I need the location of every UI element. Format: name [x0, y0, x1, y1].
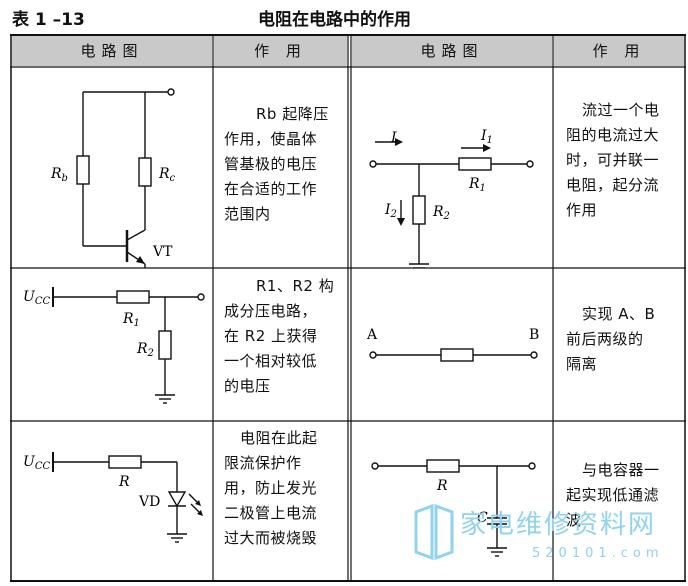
emitter-arrow-icon: [136, 256, 145, 264]
table-number: 表 1 –13: [12, 10, 85, 30]
svg-text:I1: I1: [480, 128, 493, 146]
svg-text:UCC: UCC: [23, 454, 50, 472]
svg-text:Rb: Rb: [50, 166, 68, 184]
resistor-function-table: 电路图 作 用 电路图 作 用: [10, 34, 686, 582]
watermark-url: 520101.com: [532, 546, 664, 561]
svg-text:C: C: [477, 510, 488, 526]
svg-text:VD: VD: [138, 494, 160, 510]
circuit-isolation: A B: [366, 327, 539, 362]
row2-right-description: 实现 A、B 前后两级的 隔离: [566, 305, 656, 373]
circuit-shunt: I I1 R1 I2 R2: [369, 128, 534, 268]
row1-left-description: Rb 起降压 作用，使晶体 管基极的电压 在合适的工作 范围内: [224, 105, 329, 223]
svg-text:Rc: Rc: [158, 166, 176, 184]
header-circuit-right: 电路图: [352, 36, 552, 66]
row3-left-description: 电阻在此起 限流保护作 用，防止发光 二极管上电流 过大而被烧毁: [224, 429, 318, 547]
light-ray-icon: [195, 500, 201, 506]
circuit-voltage-divider: UCC R1 R2: [23, 287, 205, 404]
circuit-rc-lowpass: R C: [371, 459, 536, 557]
current-i1-arrow-icon: [483, 144, 491, 152]
current-i2-arrow-icon: [397, 218, 405, 226]
current-i-arrow-icon: [395, 138, 403, 146]
row3-right-description: 与电容器一 起实现低通滤 波: [566, 461, 660, 529]
svg-text:A: A: [366, 327, 378, 343]
watermark: 家电维修资料网 520101.com: [412, 500, 682, 580]
table-caption: 表 1 –13 电阻在电路中的作用: [0, 0, 688, 30]
light-ray-icon: [197, 510, 203, 516]
svg-text:B: B: [529, 327, 539, 343]
svg-text:R2: R2: [136, 341, 154, 359]
watermark-logo-icon: [414, 503, 454, 561]
svg-text:R: R: [118, 474, 130, 490]
svg-text:R1: R1: [468, 176, 486, 194]
row1-right-description: 流过一个电 阻的电流过大 时，可并联一 电阻，起分流 作用: [566, 101, 660, 219]
table-grid: [10, 34, 686, 582]
circuit-led-limit: UCC R VD: [23, 452, 203, 543]
svg-text:VT: VT: [152, 244, 173, 260]
svg-text:I: I: [390, 130, 397, 146]
watermark-text: 家电维修资料网: [460, 510, 657, 540]
svg-text:R2: R2: [432, 204, 450, 222]
circuit-base-bias: Rb Rc VT: [50, 88, 176, 268]
table-title: 电阻在电路中的作用: [258, 10, 411, 30]
header-circuit-left: 电路图: [12, 36, 212, 66]
row2-left-description: R1、R2 构 成分压电路， 在 R2 上获得 一个相对较低 的电压: [224, 277, 335, 395]
header-function-left: 作 用: [214, 36, 347, 66]
svg-text:R1: R1: [122, 311, 140, 329]
svg-text:UCC: UCC: [23, 289, 50, 307]
svg-text:I2: I2: [384, 202, 397, 220]
header-function-right: 作 用: [554, 36, 684, 66]
svg-text:R: R: [436, 478, 448, 494]
